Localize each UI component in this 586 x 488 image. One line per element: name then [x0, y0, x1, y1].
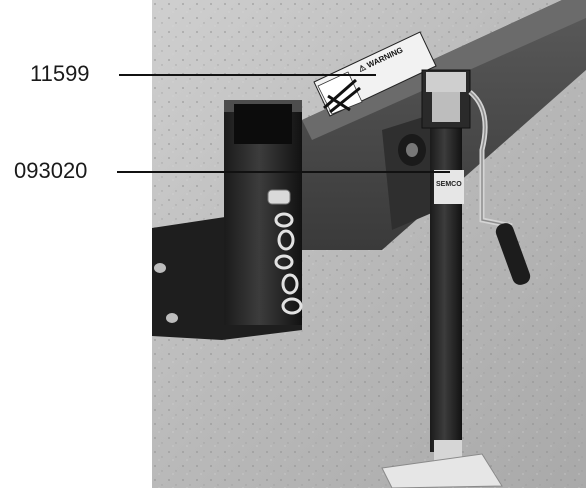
- tongue-jack: SEMCO: [381, 69, 503, 488]
- jack-foot-plate: [381, 453, 503, 488]
- receiver-tube: [224, 100, 302, 325]
- callout-label-093020: 093020: [14, 158, 88, 183]
- callout-label-11599: 11599: [30, 61, 90, 86]
- callout-leader-093020: [117, 171, 450, 173]
- jack-crank-handle: [468, 90, 531, 285]
- jack-brand-label: SEMCO: [436, 181, 462, 188]
- callout-leader-11599: [119, 74, 376, 76]
- hitch-pin-chain: [267, 189, 303, 315]
- equipment-photo: ⚠ WARNING SEMCO: [152, 0, 586, 488]
